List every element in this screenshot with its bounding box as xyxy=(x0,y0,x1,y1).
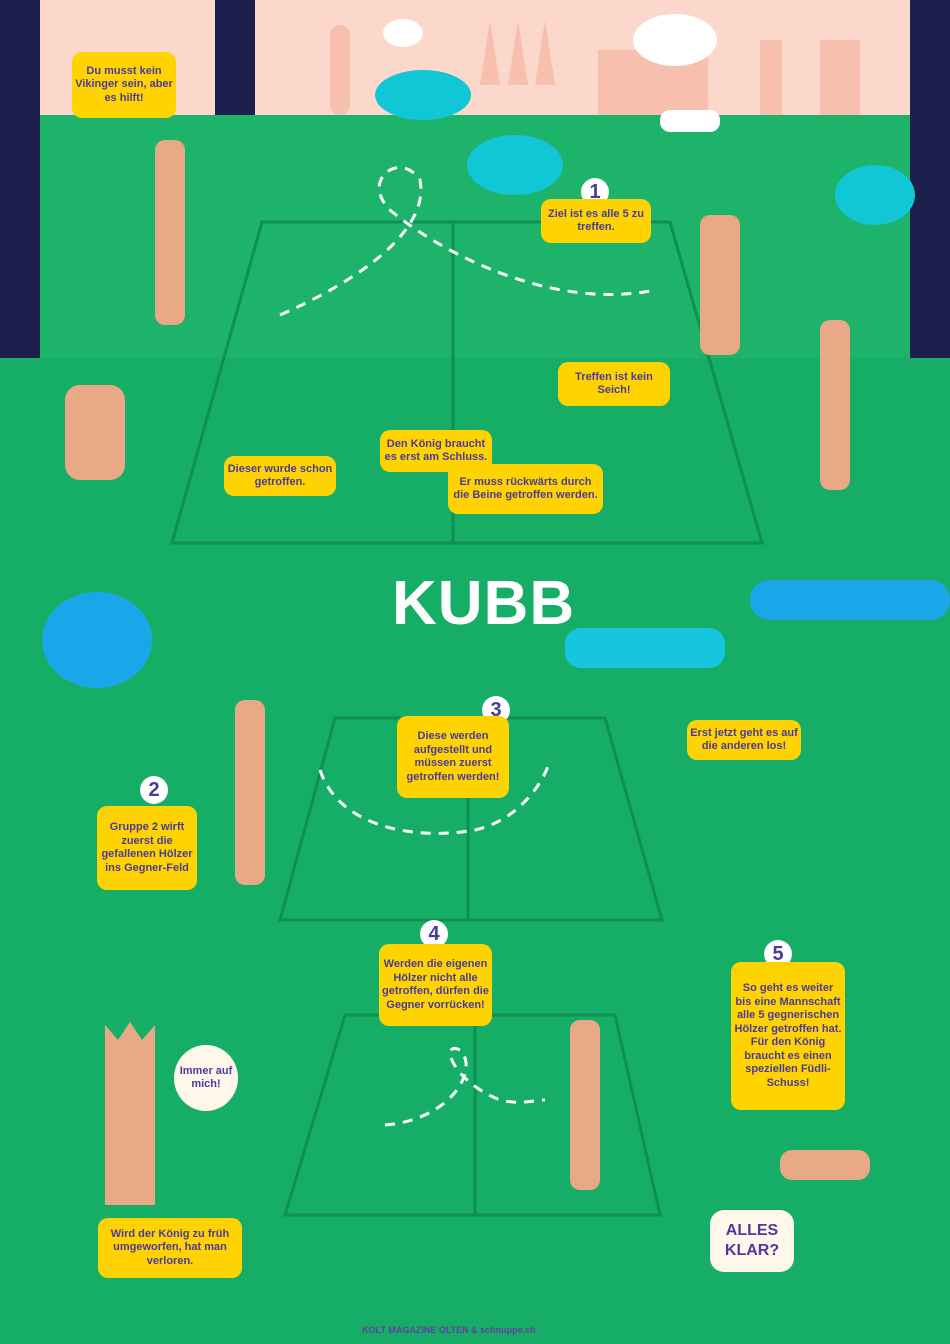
pond xyxy=(565,628,725,668)
bubble-getroffen: Dieser wurde schon getroffen. xyxy=(224,456,336,496)
people xyxy=(65,110,870,1190)
tree-trunk xyxy=(215,0,255,115)
bubble-sogehtes: So geht es weiter bis eine Mannschaft al… xyxy=(731,962,845,1110)
sky-right xyxy=(255,0,910,115)
field-bottom xyxy=(282,1013,662,1217)
cloud xyxy=(633,14,717,66)
bubble-verloren: Wird der König zu früh umgeworfen, hat m… xyxy=(98,1218,242,1278)
throw-paths xyxy=(279,166,656,1127)
bubble-allesklar: ALLES KLAR? xyxy=(710,1210,794,1272)
king-tower xyxy=(105,1022,155,1205)
tree-trunk-right xyxy=(910,0,950,358)
bubble-gruppe2: Gruppe 2 wirft zuerst die gefallenen Höl… xyxy=(97,806,197,890)
bush xyxy=(467,135,563,195)
cloud xyxy=(383,19,423,47)
bush xyxy=(835,165,915,225)
bubble-viking: Du musst kein Vikinger sein, aber es hil… xyxy=(72,52,176,118)
bubble-immer: Immer auf mich! xyxy=(174,1045,238,1111)
bubble-seich: Treffen ist kein Seich! xyxy=(558,362,670,406)
bubble-vorruecken: Werden die eigenen Hölzer nicht alle get… xyxy=(379,944,492,1026)
bubble-aufgestellt: Diese werden aufgestellt und müssen zuer… xyxy=(397,716,509,798)
bush xyxy=(42,592,152,688)
bubble-erstjetzt: Erst jetzt geht es auf die anderen los! xyxy=(687,720,801,760)
footer-credit: KOLT MAGAZINE OLTEN & schnuppe.ch xyxy=(362,1325,536,1335)
bubble-goal: Ziel ist es alle 5 zu treffen. xyxy=(541,199,651,243)
step-number-2: 2 xyxy=(140,776,168,804)
step-number-4: 4 xyxy=(420,920,448,948)
bubble-rueckwaerts: Er muss rückwärts durch die Beine getrof… xyxy=(448,464,603,514)
bush xyxy=(375,70,471,120)
city-silhouette xyxy=(330,20,860,115)
cloud-bush xyxy=(750,580,950,620)
tree-trunk-left xyxy=(0,0,40,358)
page-title: KUBB xyxy=(392,569,576,638)
